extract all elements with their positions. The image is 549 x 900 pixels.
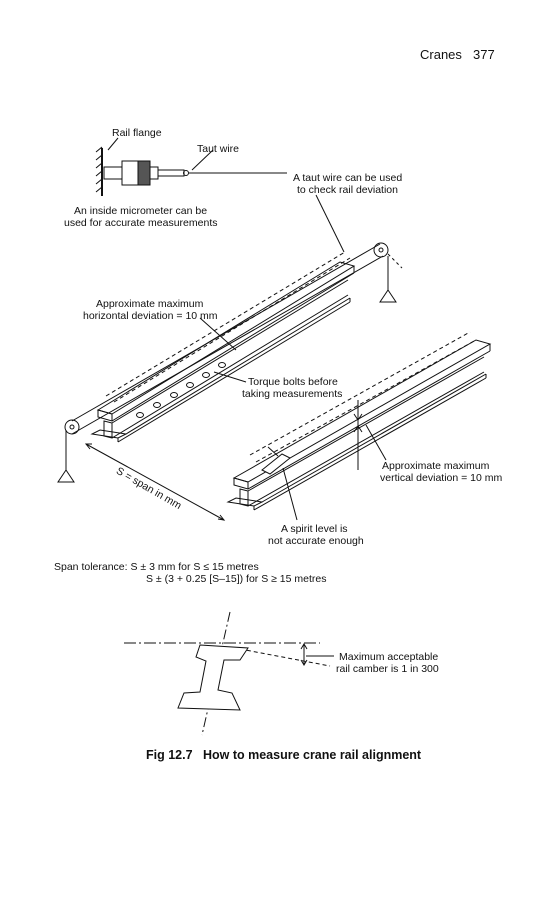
- figure-number: Fig 12.7: [146, 748, 193, 762]
- span-tolerance-line1: Span tolerance: S ± 3 mm for S ≤ 15 metr…: [54, 561, 259, 573]
- micrometer-detail: [95, 137, 287, 196]
- left-rail: [90, 261, 356, 443]
- figure-caption: Fig 12.7 How to measure crane rail align…: [146, 748, 421, 762]
- micrometer-note-line1: An inside micrometer can be: [74, 205, 208, 217]
- taut-wire-note-line1: A taut wire can be used: [293, 172, 403, 184]
- vertical-deviation-line2: vertical deviation = 10 mm: [380, 472, 503, 484]
- micrometer-note-line2: used for accurate measurements: [64, 217, 218, 229]
- vertical-deviation-line1: Approximate maximum: [382, 460, 490, 472]
- figure-title: How to measure crane rail alignment: [202, 748, 422, 762]
- taut-wire-label: Taut wire: [197, 143, 240, 155]
- horizontal-deviation-line1: Approximate maximum: [96, 298, 204, 310]
- horizontal-deviation-line2: horizontal deviation = 10 mm: [83, 310, 218, 322]
- span-tolerance-line2: S ± (3 + 0.25 [S–15]) for S ≥ 15 metres: [146, 573, 327, 585]
- section-title: Cranes: [420, 47, 462, 62]
- camber-detail: [124, 611, 334, 736]
- torque-bolts-line2: taking measurements: [242, 388, 343, 400]
- rail-flange-label: Rail flange: [112, 127, 162, 139]
- camber-note-line2: rail camber is 1 in 300: [336, 663, 439, 675]
- page-number: 377: [473, 47, 495, 62]
- taut-wire-note-line2: to check rail deviation: [297, 184, 398, 196]
- right-rail: [226, 339, 492, 511]
- spirit-level-line1: A spirit level is: [281, 523, 348, 535]
- camber-note-line1: Maximum acceptable: [339, 651, 439, 663]
- taut-wire-system: [57, 242, 403, 483]
- torque-bolts-line1: Torque bolts before: [248, 376, 338, 388]
- spirit-level-line2: not accurate enough: [268, 535, 364, 547]
